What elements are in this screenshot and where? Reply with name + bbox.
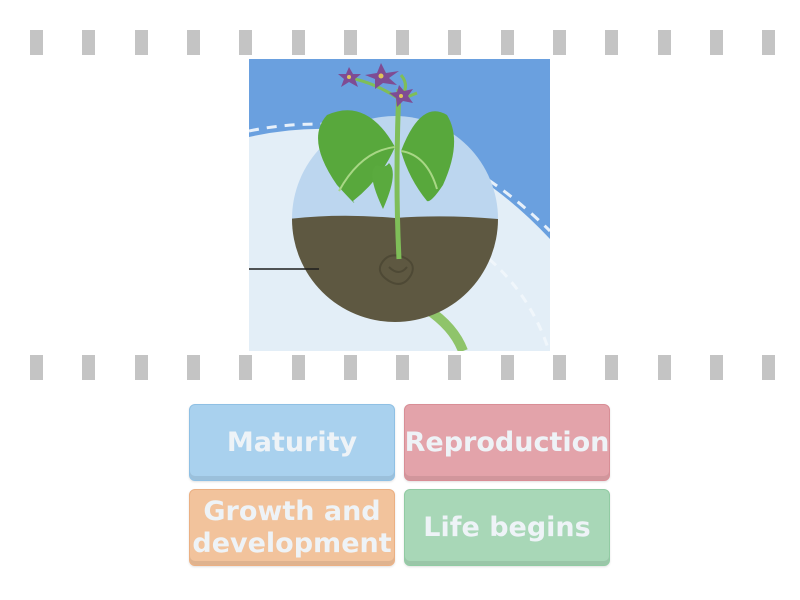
film-hole (30, 30, 43, 55)
film-hole (657, 355, 671, 380)
film-hole (500, 355, 514, 380)
film-strip-top (0, 30, 800, 56)
film-hole (291, 355, 305, 380)
film-hole (30, 355, 43, 380)
film-hole (605, 355, 619, 380)
film-hole (186, 30, 200, 55)
film-hole (396, 30, 410, 55)
film-hole (500, 30, 514, 55)
film-hole (709, 30, 723, 55)
film-hole (605, 30, 619, 55)
option-maturity[interactable]: Maturity (189, 404, 395, 481)
answer-options: Maturity Reproduction Growth and develop… (189, 404, 611, 567)
option-life-begins[interactable]: Life begins (404, 489, 610, 566)
film-hole (709, 355, 723, 380)
film-hole (82, 30, 96, 55)
film-hole (762, 30, 776, 55)
option-label: Maturity (226, 426, 358, 458)
film-hole (553, 30, 566, 55)
film-hole (134, 355, 148, 380)
option-reproduction[interactable]: Reproduction (404, 404, 610, 481)
film-hole (343, 30, 357, 55)
option-growth-and-development[interactable]: Growth and development (189, 489, 395, 566)
film-hole (291, 30, 305, 55)
film-hole (82, 355, 96, 380)
film-hole (186, 355, 200, 380)
option-label: Reproduction (404, 426, 610, 458)
option-label: Life begins (423, 511, 591, 543)
film-hole (343, 355, 357, 380)
film-strip-bottom (0, 355, 800, 381)
plant-lifecycle-image (249, 59, 550, 351)
plant-illustration (249, 59, 550, 351)
film-hole (553, 355, 566, 380)
film-hole (396, 355, 410, 380)
option-label: Growth and development (192, 495, 392, 559)
film-hole (657, 30, 671, 55)
film-hole (134, 30, 148, 55)
film-hole (239, 355, 253, 380)
film-hole (448, 30, 462, 55)
film-hole (239, 30, 253, 55)
film-hole (762, 355, 776, 380)
film-hole (448, 355, 462, 380)
